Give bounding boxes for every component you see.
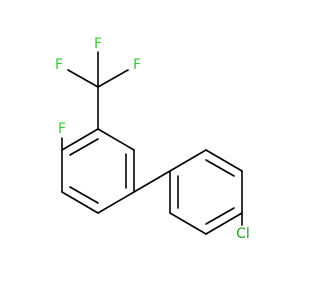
bond-c5-c6-inner xyxy=(69,186,99,204)
bond-r4-r5 xyxy=(205,212,243,235)
left-benzene-ring xyxy=(61,128,135,214)
bond-c2-c3 xyxy=(97,128,135,151)
atom-label-f-middle: F xyxy=(55,57,63,73)
bond-r4-r5-inner xyxy=(205,207,235,225)
atom-label-f-ring: F xyxy=(58,121,66,137)
bond-r2-r3 xyxy=(205,149,243,172)
bond-c6-c1 xyxy=(97,191,135,214)
chemical-structure: F F F F Cl xyxy=(55,36,250,242)
bond-cf3-f-middle xyxy=(67,69,99,88)
right-benzene-ring xyxy=(169,149,243,235)
atom-label-f-top-left: F xyxy=(94,36,102,52)
bond-r1-r2 xyxy=(169,149,207,172)
bond-r2-r3-inner xyxy=(205,159,235,177)
biaryl-bond xyxy=(133,170,171,193)
atom-label-f-top-right: F xyxy=(133,57,141,73)
atom-label-cl: Cl xyxy=(236,226,250,242)
bond-cf3-f-top-right xyxy=(97,69,129,88)
bond-c5-c6 xyxy=(61,191,99,214)
bond-c3-c4-inner xyxy=(69,138,99,156)
bond-c3-c4 xyxy=(61,128,99,151)
bond-r5-r6 xyxy=(169,212,207,235)
